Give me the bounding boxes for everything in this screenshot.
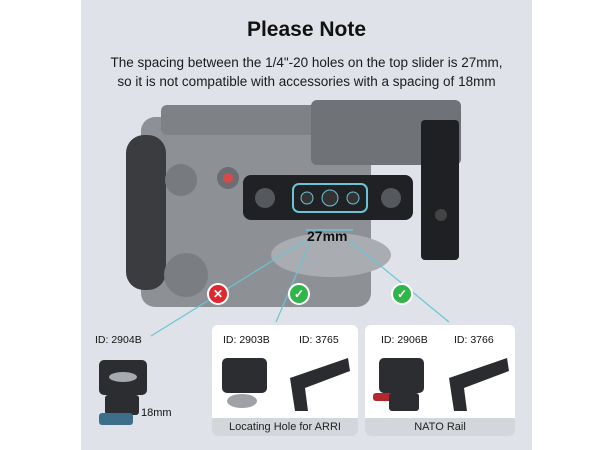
card-caption: Locating Hole for ARRI	[212, 418, 358, 436]
check-icon: ✓	[288, 283, 310, 305]
card-caption: NATO Rail	[365, 418, 515, 436]
product-id: ID: 2906B	[381, 334, 428, 346]
check-icon: ✓	[391, 283, 413, 305]
product-images	[222, 358, 350, 411]
camera-illustration	[126, 100, 461, 337]
product-id: ID: 3765	[299, 334, 339, 346]
x-icon: ✕	[207, 283, 229, 305]
product-images	[373, 358, 509, 411]
page-title: Please Note	[246, 18, 367, 41]
description-line: The spacing between the 1/4"-20 holes on…	[110, 55, 503, 70]
spacing-label: 18mm	[141, 407, 172, 419]
compatible-card: ID: 2906B ID: 3766 NATO Rail	[365, 325, 515, 436]
product-id: ID: 2903B	[223, 334, 270, 346]
product-id: ID: 3766	[454, 334, 494, 346]
measurement-label: 27mm	[307, 228, 348, 244]
mount-product-image	[99, 360, 147, 425]
description-line: so it is not compatible with accessories…	[117, 74, 496, 89]
info-panel: Please Note The spacing between the 1/4"…	[81, 0, 532, 450]
description: The spacing between the 1/4"-20 holes on…	[81, 53, 532, 91]
product-id: ID: 2904B	[95, 334, 142, 346]
compatible-card: ID: 2903B ID: 3765 Locating Hole for ARR…	[212, 325, 358, 436]
